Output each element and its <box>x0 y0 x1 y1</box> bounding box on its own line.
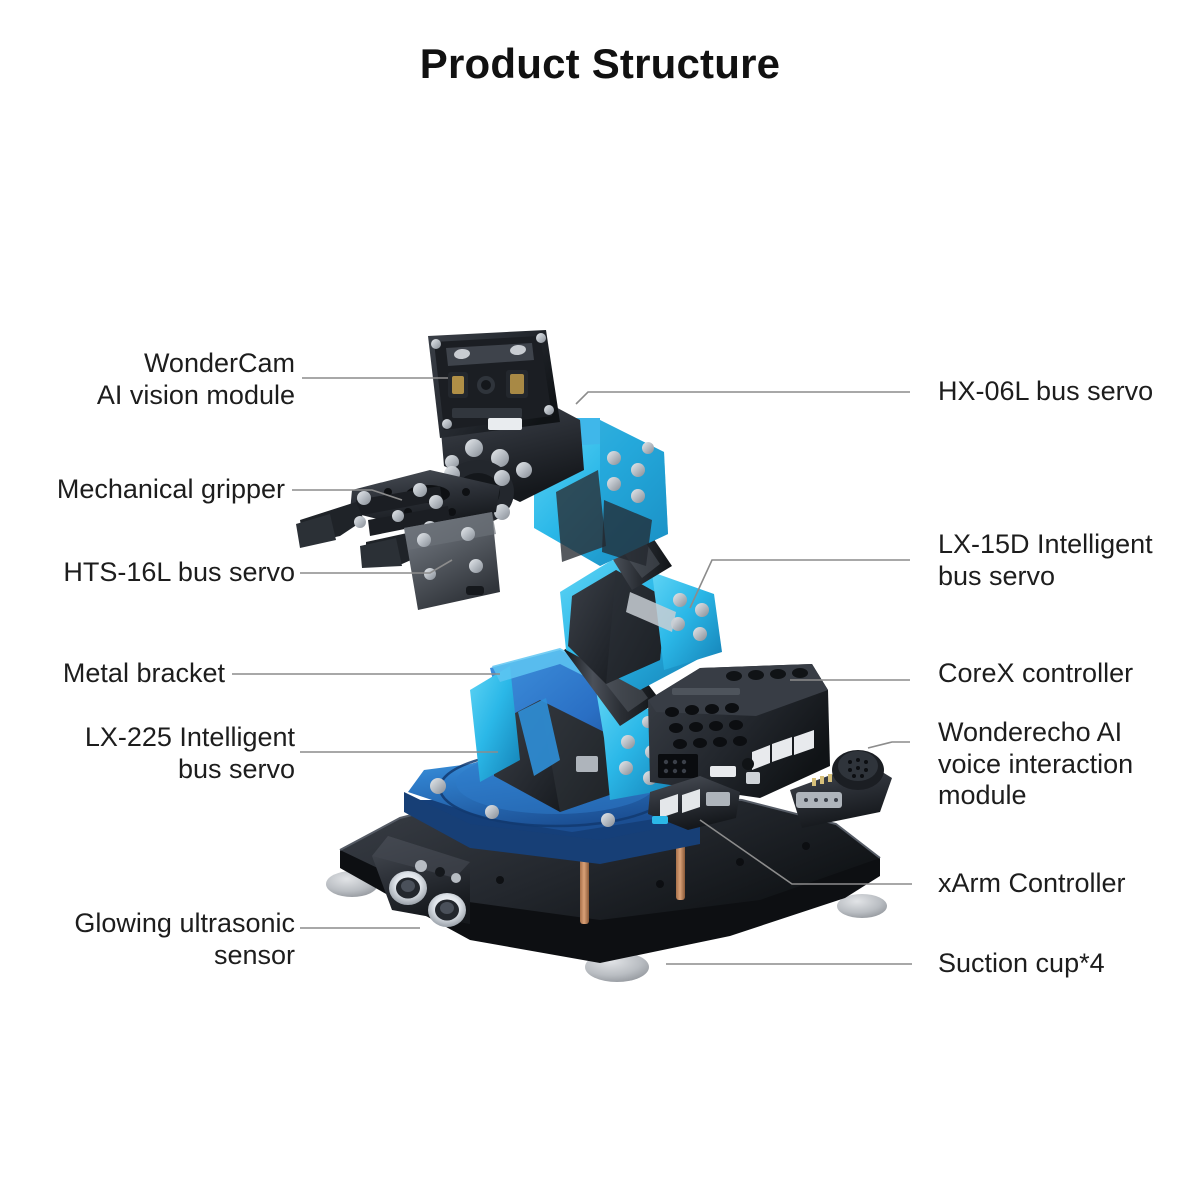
callout-hx06l-servo: HX-06L bus servo <box>938 376 1154 406</box>
ultrasonic-sensor <box>372 836 470 927</box>
corex-controller <box>648 664 830 798</box>
callout-ultrasonic-sensor: Glowing ultrasonic sensor <box>74 908 295 970</box>
callout-wondercam: WonderCam AI vision module <box>96 348 295 410</box>
mechanical-gripper <box>296 470 500 610</box>
wonderecho-module <box>790 750 892 828</box>
callout-corex-controller: CoreX controller <box>938 658 1134 688</box>
callout-lx225-servo: LX-225 Intelligent bus servo <box>84 722 295 784</box>
page-title: Product Structure <box>419 40 781 87</box>
callout-suction-cup: Suction cup*4 <box>938 948 1105 978</box>
xarm-controller <box>648 776 740 830</box>
callout-metal-bracket: Metal bracket <box>62 658 225 688</box>
ultrasonic-emitter <box>389 871 427 905</box>
callout-xarm-controller: xArm Controller <box>938 868 1126 898</box>
callout-lx15d-servo: LX-15D Intelligent bus servo <box>938 529 1153 591</box>
callout-wonderecho-module: Wonderecho AI voice interaction module <box>938 717 1134 811</box>
ultrasonic-receiver <box>428 893 466 927</box>
callout-hts16l-servo: HTS-16L bus servo <box>63 557 295 587</box>
callout-mechanical-gripper: Mechanical gripper <box>56 474 285 504</box>
